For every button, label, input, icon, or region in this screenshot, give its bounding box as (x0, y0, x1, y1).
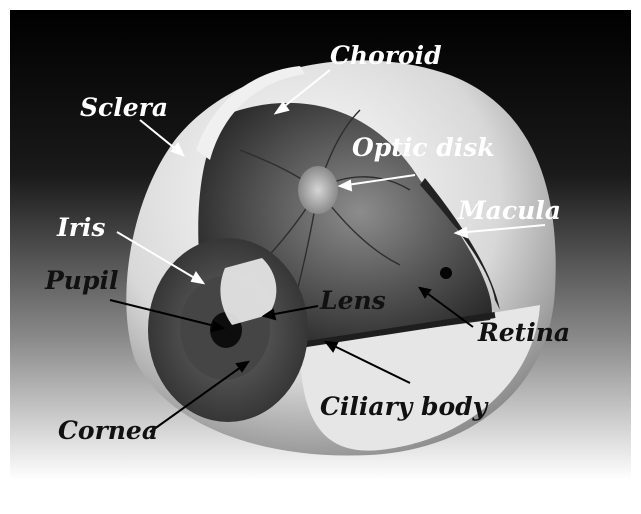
label-iris: Iris (57, 215, 105, 240)
label-choroid: Choroid (330, 43, 442, 68)
label-lens: Lens (320, 288, 386, 313)
label-sclera: Sclera (80, 95, 168, 120)
label-macula: Macula (458, 198, 561, 223)
label-retina: Retina (478, 320, 570, 345)
label-cornea: Cornea (58, 418, 158, 443)
label-pupil: Pupil (45, 268, 118, 293)
optic-disk (298, 166, 338, 214)
label-optic-disk: Optic disk (352, 135, 495, 160)
macula-spot (440, 267, 452, 279)
label-ciliary-body: Ciliary body (320, 394, 487, 419)
